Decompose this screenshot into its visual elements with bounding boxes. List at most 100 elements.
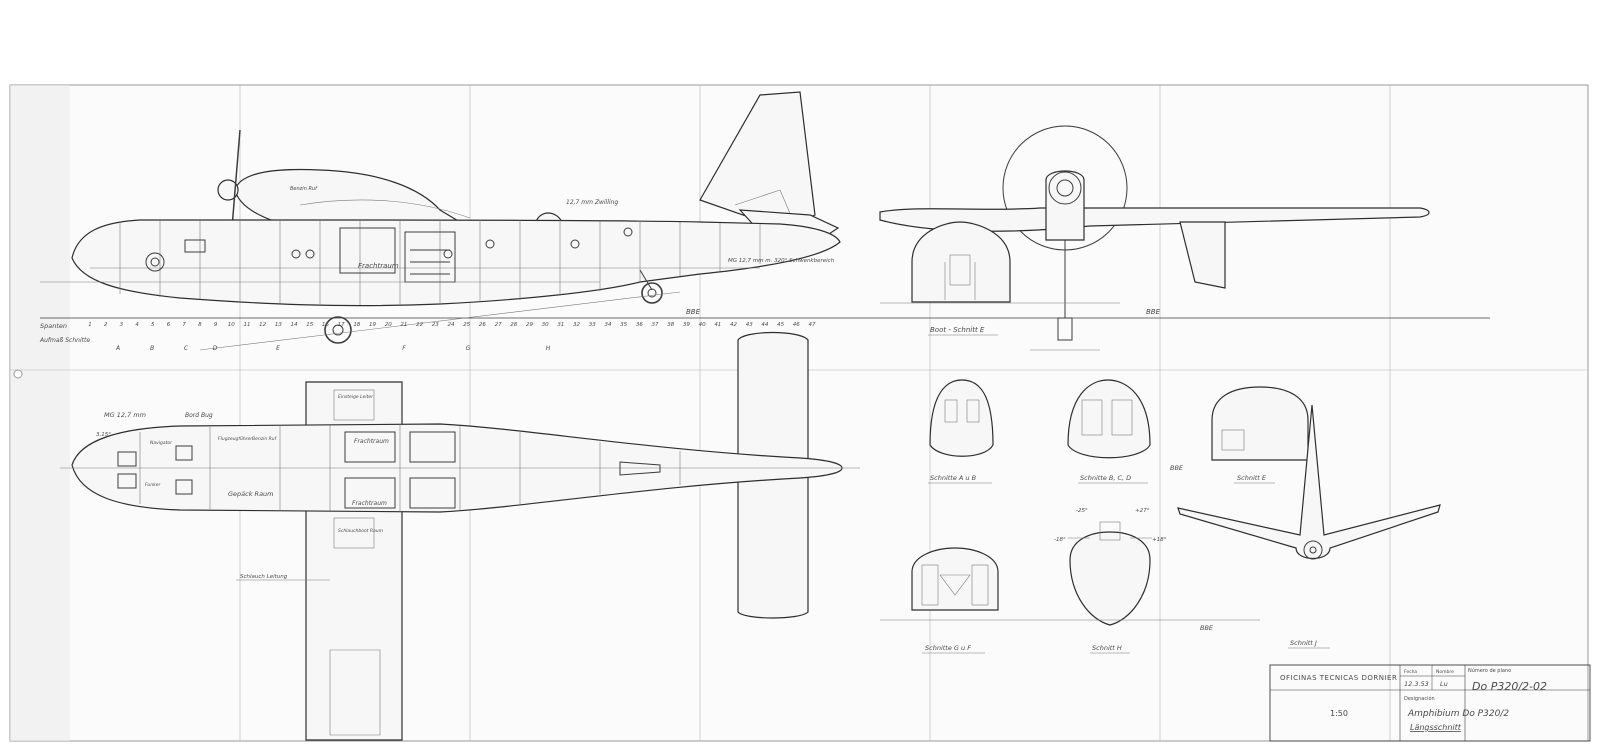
date-value: 12.3.53 bbox=[1404, 680, 1429, 688]
frame-number: 20 bbox=[385, 322, 392, 328]
frame-number: 31 bbox=[557, 322, 564, 328]
side-turret-label: 12,7 mm Zwilling bbox=[566, 199, 618, 206]
step-letter: G bbox=[466, 345, 471, 352]
section-e bbox=[1211, 386, 1309, 461]
step-letter: C bbox=[184, 345, 189, 352]
frame-number: 41 bbox=[714, 322, 721, 328]
top-hatch-bottom: Schlauchboot Raum bbox=[338, 528, 384, 534]
section-b-c-d bbox=[1067, 379, 1151, 459]
name-value: Lu bbox=[1440, 680, 1448, 688]
sections-bbe-label: BBE bbox=[1170, 464, 1184, 472]
top-mg-label: MG 12,7 mm bbox=[104, 411, 146, 419]
top-cargo-label-lower: Frachtraum bbox=[352, 500, 387, 507]
top-crew-label-3: Flugzeugführer bbox=[218, 436, 253, 442]
frame-number: 44 bbox=[761, 322, 768, 328]
top-fuselage-ribs bbox=[60, 424, 860, 512]
frame-number: 1 bbox=[88, 322, 92, 328]
side-engine-nacelle bbox=[234, 168, 473, 229]
side-main-wheel bbox=[324, 316, 352, 344]
section-a-b-label: Schnitte A u B bbox=[930, 474, 977, 482]
section-g-f-label: Schnitte G u F bbox=[925, 644, 971, 652]
section-h-angle-3: -18° bbox=[1054, 537, 1066, 543]
frame-number: 23 bbox=[432, 322, 439, 328]
frame-number: 39 bbox=[683, 322, 690, 328]
frame-number: 26 bbox=[479, 322, 486, 328]
top-hatch-top: Einsteige Leiter bbox=[338, 394, 374, 400]
frame-number: 17 bbox=[338, 322, 345, 328]
frame-number: 28 bbox=[510, 322, 517, 328]
frame-number: 32 bbox=[573, 322, 580, 328]
frame-number: 45 bbox=[777, 322, 784, 328]
frame-number: 19 bbox=[369, 322, 376, 328]
top-crew-label-4: Benzin Ruf bbox=[252, 436, 278, 442]
frame-number: 15 bbox=[306, 322, 313, 328]
frame-number: 30 bbox=[542, 322, 549, 328]
cross-sections: Schnitte A u B Schnitte B, C, D BBE Schn… bbox=[880, 379, 1441, 654]
frame-number: 37 bbox=[652, 322, 659, 328]
step-row-label: Aufmaß Schnitte bbox=[39, 337, 90, 344]
frame-number: 18 bbox=[353, 322, 360, 328]
step-letter: E bbox=[276, 345, 280, 352]
frame-number: 34 bbox=[604, 322, 611, 328]
frame-number: 36 bbox=[636, 322, 643, 328]
side-tail-gun-label: MG 12,7 mm m. 320° Schwenkbereich bbox=[728, 258, 835, 264]
frame-number: 16 bbox=[322, 322, 329, 328]
drawing-number: Do P320/2-02 bbox=[1472, 680, 1547, 693]
section-h-angle-4: +18° bbox=[1152, 537, 1167, 543]
section-h-angle-2: +27° bbox=[1135, 508, 1150, 514]
section-e-label: Schnitt E bbox=[1237, 474, 1267, 482]
top-galley-label: Gepäck Raum bbox=[228, 490, 274, 498]
section-g-f bbox=[911, 547, 999, 611]
section-h-angle-1: -25° bbox=[1076, 508, 1088, 514]
frame-number: 21 bbox=[400, 322, 407, 328]
front-boat-hull bbox=[911, 221, 1011, 303]
frame-number: 46 bbox=[793, 322, 800, 328]
section-j-tail bbox=[1177, 404, 1441, 560]
frame-number: 9 bbox=[214, 322, 218, 328]
frame-number: 6 bbox=[167, 322, 171, 328]
top-ramp-label: Schlauch Leitung bbox=[240, 574, 288, 580]
front-bbe-label: BBE bbox=[1146, 308, 1161, 316]
side-cargo-label: Frachtraum bbox=[358, 262, 399, 270]
frame-number: 35 bbox=[620, 322, 627, 328]
frame-number: 5 bbox=[151, 322, 155, 328]
frame-number: 13 bbox=[275, 322, 282, 328]
side-bbe-label: BBE bbox=[686, 308, 701, 316]
section-b-c-d-label: Schnitte B, C, D bbox=[1080, 474, 1131, 482]
title-block: OFICINAS TECNICAS DORNIER Fecha 12.3.53 … bbox=[1269, 664, 1591, 742]
frame-row-label: Spanten bbox=[40, 322, 67, 330]
top-bow-label: Bord Bug bbox=[185, 412, 213, 419]
frame-number: 7 bbox=[182, 322, 186, 328]
frame-number: 14 bbox=[291, 322, 298, 328]
step-letter: F bbox=[402, 345, 406, 352]
frame-number: 3 bbox=[120, 322, 124, 328]
section-a-b bbox=[929, 379, 994, 457]
front-section-label: Boot - Schnitt E bbox=[930, 326, 985, 334]
top-crew-label-2: Funker bbox=[145, 482, 161, 488]
company-name: OFICINAS TECNICAS DORNIER bbox=[1280, 674, 1397, 682]
date-label: Fecha bbox=[1404, 669, 1417, 675]
frame-number: 27 bbox=[495, 322, 502, 328]
frame-number: 22 bbox=[416, 322, 423, 328]
sections-bbe-lower: BBE bbox=[1200, 624, 1214, 632]
section-h bbox=[1069, 531, 1151, 626]
step-letter: H bbox=[546, 345, 551, 352]
side-window bbox=[145, 252, 165, 272]
step-letter: D bbox=[213, 345, 218, 352]
side-hull bbox=[71, 219, 841, 307]
name-label: Nombre bbox=[1436, 669, 1454, 675]
frame-number: 47 bbox=[809, 322, 816, 328]
frame-number: 24 bbox=[448, 322, 455, 328]
top-cargo-label: Frachtraum bbox=[354, 438, 389, 445]
front-view: Boot - Schnitt E BBE bbox=[879, 125, 1430, 351]
side-wing-label: Benzin Ruf bbox=[290, 186, 318, 192]
punch-hole bbox=[13, 369, 23, 379]
frame-number: 40 bbox=[699, 322, 706, 328]
sheet-left-shading bbox=[10, 85, 70, 741]
frame-number: 11 bbox=[243, 322, 250, 328]
frame-number: 33 bbox=[589, 322, 596, 328]
frame-number: 12 bbox=[259, 322, 266, 328]
frame-number: 2 bbox=[104, 322, 108, 328]
